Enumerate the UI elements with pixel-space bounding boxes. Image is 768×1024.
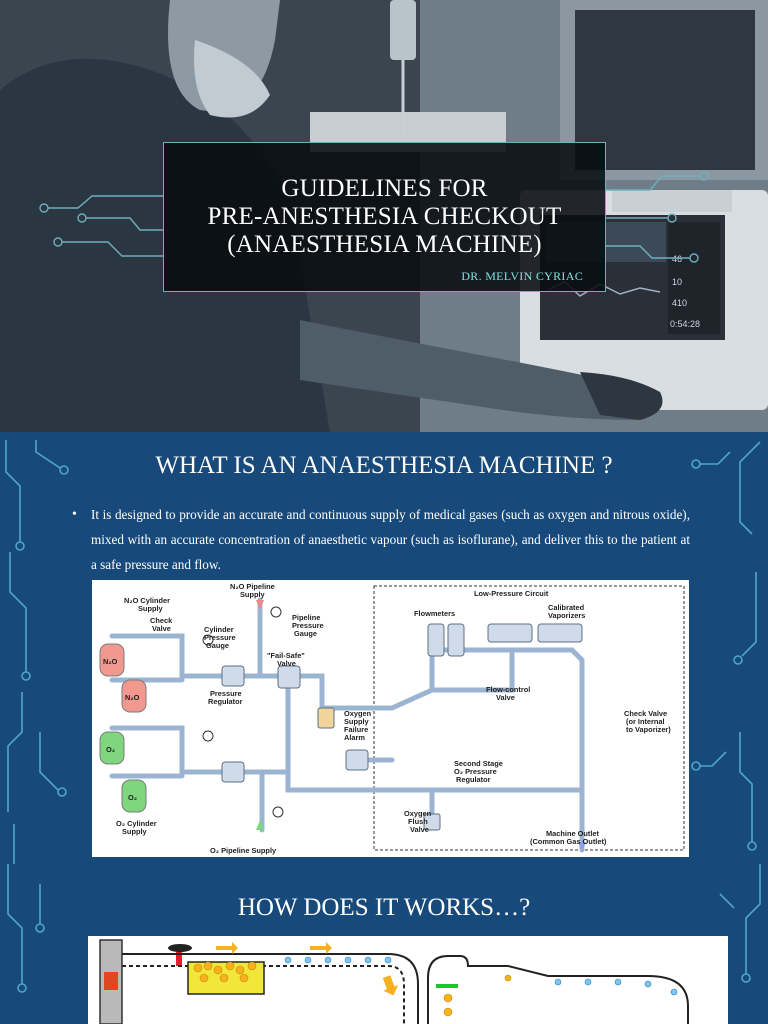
svg-text:Oxygen: Oxygen [404,809,432,818]
svg-text:Alarm: Alarm [344,733,365,742]
svg-text:Valve: Valve [496,693,515,702]
anaesthesia-machine-diagram: N₂O N₂O O₂ O₂ [92,580,689,857]
svg-text:Pressure: Pressure [210,689,242,698]
title-line-2: PRE-ANESTHESIA CHECKOUT [207,203,562,230]
svg-text:Second Stage: Second Stage [454,759,503,768]
svg-text:Regulator: Regulator [456,775,491,784]
flow-illustration [99,939,689,1024]
gas-flow-schematic: N₂O N₂O O₂ O₂ [99,582,685,855]
svg-text:Machine Outlet: Machine Outlet [546,829,600,838]
bullet-text: It is designed to provide an accurate an… [91,507,690,572]
svg-text:Supply: Supply [240,590,266,599]
svg-text:410: 410 [672,298,687,308]
svg-text:Gauge: Gauge [206,641,229,650]
circuit-decoration [5,440,761,864]
title-box: GUIDELINES FOR PRE-ANESTHESIA CHECKOUT (… [163,142,606,292]
bullet-point: • It is designed to provide an accurate … [72,502,690,577]
svg-text:Oxygen: Oxygen [344,709,372,718]
svg-text:Regulator: Regulator [208,697,243,706]
svg-text:Valve: Valve [152,624,171,633]
svg-text:Pressure: Pressure [292,621,324,630]
how-it-works-slide: HOW DOES IT WORKS…? [0,864,768,1024]
svg-text:O₂ Pipeline Supply: O₂ Pipeline Supply [210,846,277,855]
title-line-3: (ANAESTHESIA MACHINE) [227,231,542,258]
svg-text:Check: Check [150,616,173,625]
svg-text:Check Valve: Check Valve [624,709,667,718]
svg-text:Flow-control: Flow-control [486,685,530,694]
svg-text:Low-Pressure Circuit: Low-Pressure Circuit [474,589,549,598]
machine-definition-slide: WHAT IS AN ANAESTHESIA MACHINE ? • It is… [0,432,768,864]
svg-text:Vaporizers: Vaporizers [548,611,585,620]
svg-text:Supply: Supply [344,717,370,726]
svg-text:N₂O: N₂O [125,693,140,702]
svg-text:Gauge: Gauge [294,629,317,638]
svg-text:(or Internal: (or Internal [626,717,665,726]
bullet-marker: • [72,507,77,522]
svg-text:O₂ Pressure: O₂ Pressure [454,767,497,776]
svg-text:Calibrated: Calibrated [548,603,585,612]
svg-text:Failure: Failure [344,725,368,734]
slide-title: HOW DOES IT WORKS…? [237,894,531,921]
svg-text:0:54:28: 0:54:28 [670,319,700,329]
svg-text:"Fail-Safe": "Fail-Safe" [267,651,305,660]
svg-text:Valve: Valve [277,659,296,668]
author-name: DR. MELVIN CYRIAC [461,269,583,283]
svg-text:Pipeline: Pipeline [292,613,320,622]
svg-text:Supply: Supply [122,827,148,836]
svg-text:to Vaporizer): to Vaporizer) [626,725,671,734]
svg-text:Flowmeters: Flowmeters [414,609,455,618]
svg-text:Supply: Supply [138,604,164,613]
title-line-1: GUIDELINES FOR [281,175,488,202]
svg-text:Pressure: Pressure [204,633,236,642]
slide-title: WHAT IS AN ANAESTHESIA MACHINE ? [155,452,613,479]
circuit-decoration [7,864,761,993]
svg-text:10: 10 [672,277,682,287]
svg-text:O₂: O₂ [128,793,137,802]
title-slide: 46 10 410 0:54:28 [0,0,768,432]
svg-text:N₂O: N₂O [103,657,118,666]
svg-text:Cylinder: Cylinder [204,625,234,634]
svg-text:N₂O Cylinder: N₂O Cylinder [124,596,170,605]
svg-text:(Common Gas Outlet): (Common Gas Outlet) [530,837,607,846]
gas-flow-animation-diagram [88,936,728,1024]
svg-text:O₂ Cylinder: O₂ Cylinder [116,819,157,828]
svg-text:O₂: O₂ [106,745,115,754]
svg-text:N₂O Pipeline: N₂O Pipeline [230,582,275,591]
svg-text:Flush: Flush [408,817,428,826]
svg-text:46: 46 [672,254,682,264]
svg-text:Valve: Valve [410,825,429,834]
